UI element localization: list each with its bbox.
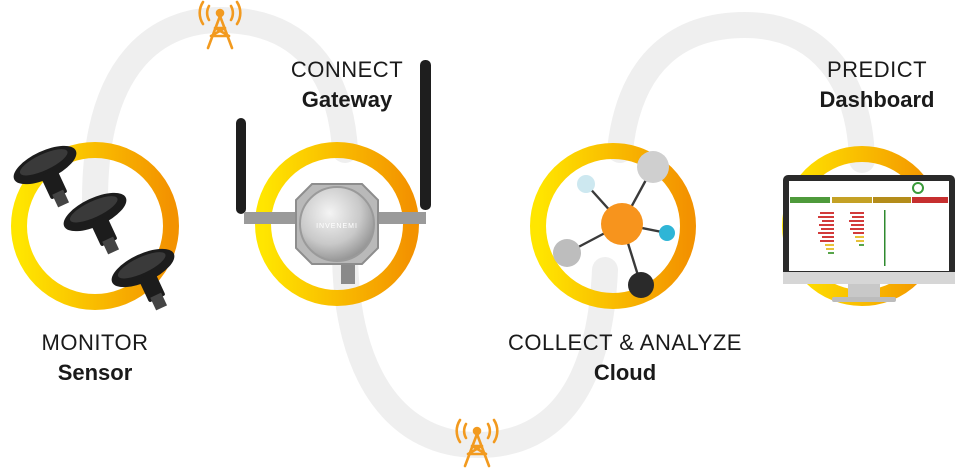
stage-label-connect: CONNECT Gateway — [267, 57, 427, 113]
stage-label-monitor: MONITOR Sensor — [15, 330, 175, 386]
stage-step: MONITOR — [41, 330, 149, 355]
stage-step: PREDICT — [826, 57, 928, 82]
stage-step: CONNECT — [290, 57, 404, 82]
stage-name: Dashboard — [819, 87, 935, 112]
vibration-sensor-icon — [13, 145, 175, 311]
signal-tower-icon — [455, 418, 499, 468]
cloud-network-icon — [553, 151, 675, 298]
stage-name: Cloud — [593, 360, 657, 385]
gateway-brand-text: INVENEMI — [316, 223, 358, 230]
stage-label-predict: PREDICT Dashboard — [797, 57, 957, 113]
signal-tower-icon — [198, 0, 242, 50]
gateway-device-icon: INVENEMI — [236, 60, 431, 284]
stage-name: Gateway — [301, 87, 393, 112]
stage-name: Sensor — [57, 360, 133, 385]
ring-collect — [530, 143, 696, 309]
stage-label-collect: COLLECT & ANALYZE Cloud — [490, 330, 760, 386]
monitor-dashboard-icon — [783, 175, 955, 302]
ring-monitor — [11, 142, 179, 310]
stage-step: COLLECT & ANALYZE — [508, 330, 742, 355]
